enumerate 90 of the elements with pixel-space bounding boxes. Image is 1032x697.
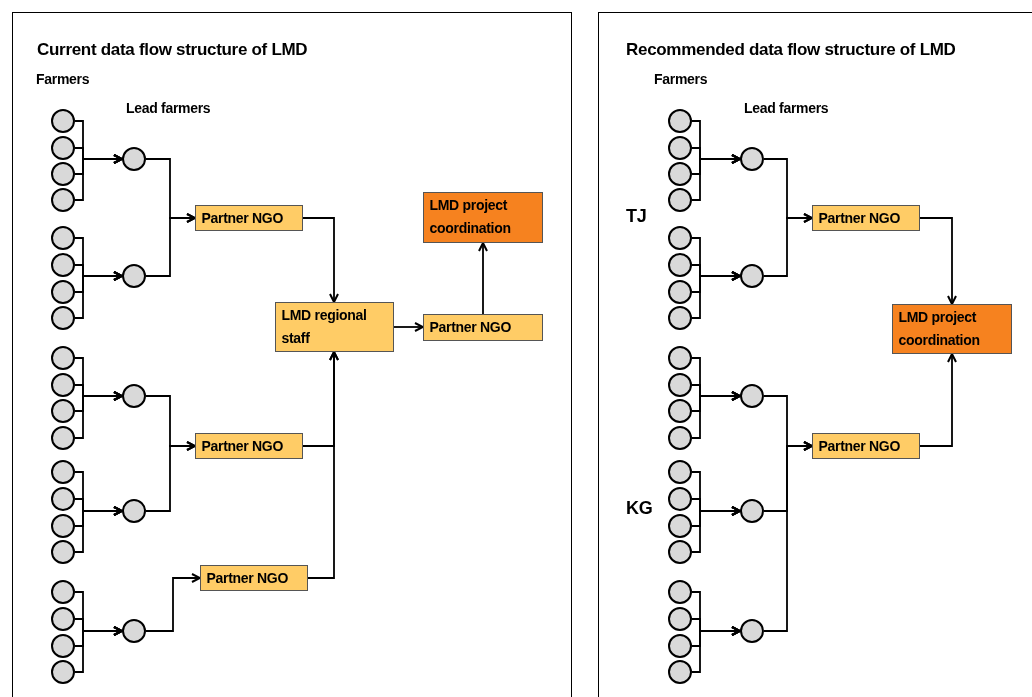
- process-box: Partner NGO: [194, 432, 303, 459]
- lead-farmer-circle: [121, 383, 146, 408]
- lead-farmer-circle: [739, 383, 764, 408]
- lead-farmer-circle: [121, 498, 146, 523]
- farmer-circle: [667, 513, 692, 538]
- arrow: [145, 213, 196, 277]
- process-box: Partner NGO: [194, 204, 303, 231]
- arrow: [691, 391, 741, 439]
- arrow: [393, 322, 424, 332]
- farmer-circle: [50, 606, 75, 631]
- arrow: [919, 217, 957, 305]
- farmer-circle: [50, 135, 75, 160]
- farmer-circle: [50, 252, 75, 277]
- farmer-circle: [50, 161, 75, 186]
- farmer-circle: [50, 187, 75, 212]
- arrow: [763, 441, 813, 632]
- farmer-circle: [50, 579, 75, 604]
- farmer-circle: [50, 279, 75, 304]
- farmer-circle: [667, 225, 692, 250]
- text-label: Farmers: [36, 71, 90, 87]
- farmer-circle: [667, 425, 692, 450]
- farmer-circle: [667, 161, 692, 186]
- lead-farmer-circle: [739, 146, 764, 171]
- panel: [598, 12, 1032, 697]
- process-box: LMD regional staff: [274, 301, 394, 352]
- lead-farmer-circle: [739, 498, 764, 523]
- farmer-circle: [50, 486, 75, 511]
- lead-farmer-circle: [739, 618, 764, 643]
- farmer-circle: [667, 345, 692, 370]
- farmer-circle: [50, 633, 75, 658]
- farmer-circle: [667, 372, 692, 397]
- farmer-circle: [667, 108, 692, 133]
- arrow: [74, 506, 123, 553]
- process-box: Partner NGO: [422, 313, 543, 341]
- farmer-circle: [50, 513, 75, 538]
- farmer-circle: [667, 305, 692, 330]
- arrow: [145, 441, 196, 512]
- process-box: LMD project coordination: [891, 303, 1012, 354]
- arrow: [74, 391, 123, 439]
- panel: [12, 12, 572, 697]
- farmer-circle: [50, 345, 75, 370]
- farmer-circle: [50, 425, 75, 450]
- farmer-circle: [50, 225, 75, 250]
- panel-title: Recommended data flow structure of LMD: [626, 40, 956, 60]
- farmer-circle: [667, 398, 692, 423]
- lead-farmer-circle: [121, 618, 146, 643]
- farmer-circle: [667, 579, 692, 604]
- farmer-circle: [667, 659, 692, 684]
- lead-farmer-circle: [121, 146, 146, 171]
- text-label: Farmers: [654, 71, 708, 87]
- text-label: KG: [626, 498, 653, 519]
- text-label: Lead farmers: [744, 100, 829, 116]
- farmer-circle: [667, 486, 692, 511]
- farmer-circle: [50, 659, 75, 684]
- arrow: [307, 351, 339, 579]
- arrow: [691, 626, 741, 673]
- farmer-circle: [667, 633, 692, 658]
- process-box: Partner NGO: [811, 432, 920, 459]
- text-label: Lead farmers: [126, 100, 211, 116]
- arrow: [302, 217, 339, 303]
- farmer-circle: [50, 372, 75, 397]
- arrow: [919, 353, 957, 447]
- arrow: [74, 154, 123, 201]
- process-box: Partner NGO: [199, 564, 308, 591]
- lead-farmer-circle: [739, 263, 764, 288]
- farmer-circle: [667, 459, 692, 484]
- arrow: [691, 271, 741, 319]
- farmer-circle: [50, 459, 75, 484]
- farmer-circle: [667, 252, 692, 277]
- arrow: [691, 506, 741, 553]
- farmer-circle: [667, 606, 692, 631]
- farmer-circle: [667, 539, 692, 564]
- farmer-circle: [50, 108, 75, 133]
- arrow: [763, 213, 813, 277]
- arrow: [74, 626, 123, 673]
- lead-farmer-circle: [121, 263, 146, 288]
- farmer-circle: [50, 398, 75, 423]
- arrow: [478, 242, 488, 315]
- arrow: [74, 271, 123, 319]
- process-box: Partner NGO: [811, 204, 920, 231]
- farmer-circle: [50, 305, 75, 330]
- arrow: [145, 573, 201, 632]
- arrow: [691, 154, 741, 201]
- farmer-circle: [667, 135, 692, 160]
- process-box: LMD project coordination: [422, 191, 543, 243]
- panel-title: Current data flow structure of LMD: [37, 40, 308, 60]
- text-label: TJ: [626, 206, 647, 227]
- farmer-circle: [667, 187, 692, 212]
- farmer-circle: [50, 539, 75, 564]
- farmer-circle: [667, 279, 692, 304]
